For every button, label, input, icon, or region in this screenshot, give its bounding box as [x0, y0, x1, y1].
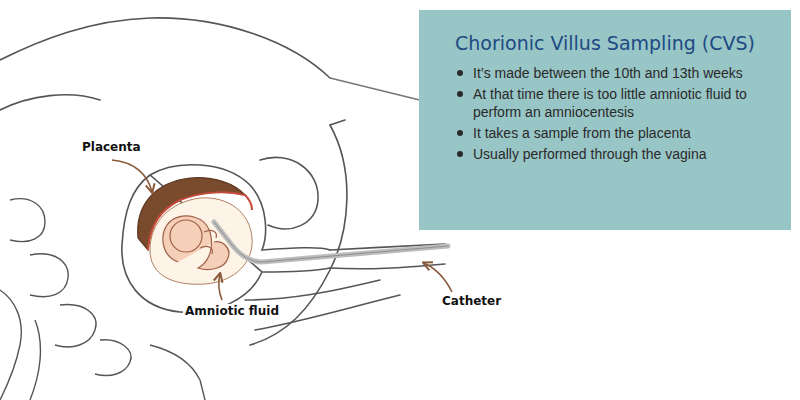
- part-label: Placenta: [80, 140, 143, 154]
- bullet-item: It takes a sample from the placenta: [473, 124, 775, 142]
- info-box: Chorionic Villus Sampling (CVS)It’s made…: [419, 10, 791, 230]
- part-label: Amniotic fluid: [183, 304, 281, 318]
- fetus: [163, 216, 229, 270]
- box-heading: Chorionic Villus Sampling (CVS): [419, 10, 791, 64]
- label-arrow: [424, 263, 452, 292]
- amniotic-sac: [150, 198, 252, 284]
- body-outline: [0, 18, 330, 78]
- label-arrow: [112, 160, 152, 192]
- label-arrow: [219, 274, 222, 300]
- spine: [0, 199, 205, 400]
- bullet-item: Usually performed through the vagina: [473, 145, 775, 163]
- bladder-outline: [260, 157, 318, 228]
- part-label: Catheter: [440, 294, 503, 308]
- catheter-tube: [214, 222, 448, 262]
- bullet-item: It’s made between the 10th and 13th week…: [473, 64, 775, 82]
- bullet-item: At that time there is too little amnioti…: [473, 85, 775, 121]
